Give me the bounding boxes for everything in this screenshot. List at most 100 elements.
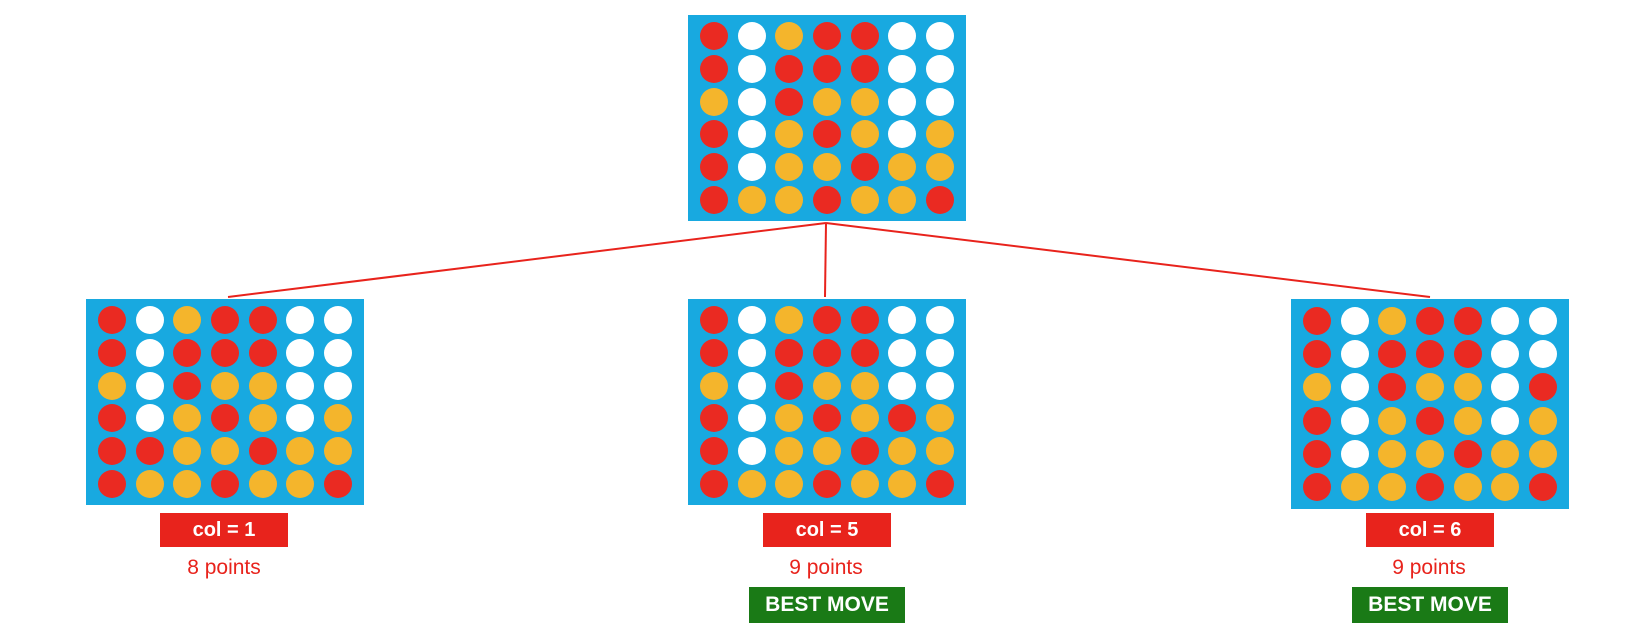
red-disc [135, 436, 164, 465]
yellow-disc [812, 371, 841, 400]
red-disc [775, 338, 804, 367]
empty-slot [737, 338, 766, 367]
empty-slot [1340, 406, 1369, 435]
yellow-disc [737, 185, 766, 214]
red-disc [699, 436, 728, 465]
yellow-disc [1529, 439, 1558, 468]
red-disc [699, 469, 728, 498]
empty-slot [737, 371, 766, 400]
yellow-disc [850, 469, 879, 498]
red-disc [1415, 473, 1444, 502]
red-disc [210, 404, 239, 433]
empty-slot [737, 87, 766, 116]
empty-slot [926, 338, 955, 367]
red-disc [1302, 339, 1331, 368]
empty-slot [926, 371, 955, 400]
red-disc [324, 469, 353, 498]
yellow-disc [812, 87, 841, 116]
empty-slot [135, 404, 164, 433]
yellow-disc [286, 436, 315, 465]
child-board-col-1 [86, 299, 364, 505]
empty-slot [1340, 373, 1369, 402]
yellow-disc [1340, 473, 1369, 502]
red-disc [926, 185, 955, 214]
red-disc [173, 338, 202, 367]
empty-slot [1529, 306, 1558, 335]
yellow-disc [775, 469, 804, 498]
red-disc [775, 54, 804, 83]
empty-slot [737, 436, 766, 465]
yellow-disc [850, 185, 879, 214]
yellow-disc [1453, 373, 1482, 402]
col-label-5: col = 5 [763, 513, 891, 547]
yellow-disc [926, 404, 955, 433]
yellow-disc [850, 404, 879, 433]
yellow-disc [1453, 406, 1482, 435]
red-disc [97, 436, 126, 465]
yellow-disc [173, 436, 202, 465]
red-disc [699, 306, 728, 335]
red-disc [699, 152, 728, 181]
child-board-col-5 [688, 299, 966, 505]
yellow-disc [775, 152, 804, 181]
red-disc [850, 436, 879, 465]
red-disc [97, 306, 126, 335]
yellow-disc [1529, 406, 1558, 435]
red-disc [1529, 373, 1558, 402]
edge-to-col-5 [824, 222, 827, 298]
child-board-col-6 [1291, 299, 1569, 509]
empty-slot [737, 120, 766, 149]
yellow-disc [286, 469, 315, 498]
red-disc [1415, 339, 1444, 368]
red-disc [248, 436, 277, 465]
empty-slot [286, 338, 315, 367]
empty-slot [1491, 306, 1520, 335]
empty-slot [888, 87, 917, 116]
empty-slot [926, 54, 955, 83]
red-disc [812, 338, 841, 367]
red-disc [248, 338, 277, 367]
yellow-disc [1378, 473, 1407, 502]
yellow-disc [926, 436, 955, 465]
yellow-disc [1378, 306, 1407, 335]
yellow-disc [1378, 439, 1407, 468]
empty-slot [324, 371, 353, 400]
yellow-disc [324, 436, 353, 465]
red-disc [1378, 339, 1407, 368]
red-disc [210, 306, 239, 335]
empty-slot [1491, 406, 1520, 435]
yellow-disc [775, 120, 804, 149]
red-disc [1302, 406, 1331, 435]
empty-slot [888, 371, 917, 400]
yellow-disc [1453, 473, 1482, 502]
red-disc [812, 469, 841, 498]
red-disc [1415, 306, 1444, 335]
yellow-disc [1302, 373, 1331, 402]
best-move-badge-5: BEST MOVE [749, 587, 905, 623]
red-disc [1378, 373, 1407, 402]
yellow-disc [248, 371, 277, 400]
empty-slot [737, 404, 766, 433]
red-disc [1453, 439, 1482, 468]
empty-slot [926, 87, 955, 116]
yellow-disc [850, 87, 879, 116]
red-disc [850, 22, 879, 51]
red-disc [888, 404, 917, 433]
empty-slot [1491, 373, 1520, 402]
empty-slot [737, 54, 766, 83]
red-disc [850, 54, 879, 83]
empty-slot [1491, 339, 1520, 368]
yellow-disc [888, 469, 917, 498]
empty-slot [888, 54, 917, 83]
yellow-disc [775, 306, 804, 335]
red-disc [97, 469, 126, 498]
red-disc [248, 306, 277, 335]
yellow-disc [1415, 373, 1444, 402]
empty-slot [324, 306, 353, 335]
empty-slot [888, 338, 917, 367]
empty-slot [926, 306, 955, 335]
empty-slot [1340, 306, 1369, 335]
yellow-disc [888, 185, 917, 214]
yellow-disc [1491, 439, 1520, 468]
yellow-disc [210, 371, 239, 400]
